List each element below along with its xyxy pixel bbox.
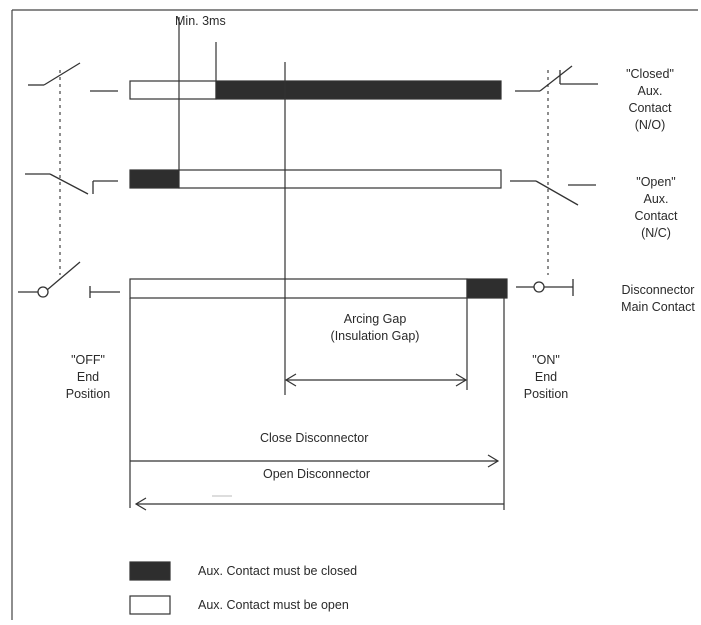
legend-closed-label: Aux. Contact must be closed (198, 564, 358, 578)
left-closed-aux-switch-icon (28, 62, 118, 92)
right-main-contact-switch-icon (516, 279, 574, 296)
off-position-label: "OFF" End Position (65, 353, 111, 401)
main-contact-label: Disconnector Main Contact (621, 283, 695, 314)
legend-open-label: Aux. Contact must be open (198, 598, 349, 612)
arcing-gap-arrow (284, 373, 468, 387)
left-main-contact-switch-icon (18, 261, 120, 298)
open-disconnector-arrow (134, 497, 504, 511)
left-open-aux-switch-icon (25, 173, 118, 195)
open-aux-contact-label: "Open" Aux. Contact (N/C) (634, 175, 678, 240)
close-disconnector-label: Close Disconnector (260, 431, 369, 445)
right-open-aux-switch-icon (510, 180, 596, 206)
on-position-label: "ON" End Position (523, 353, 569, 401)
open-aux-bar (129, 169, 502, 189)
min-3ms-label: Min. 3ms (175, 14, 226, 28)
close-disconnector-arrow (130, 454, 500, 468)
legend-closed-swatch (129, 561, 171, 581)
right-closed-aux-switch-icon (515, 65, 598, 92)
main-contact-bar (129, 278, 508, 299)
arcing-gap-label: Arcing Gap (Insulation Gap) (330, 312, 420, 343)
legend-open-swatch (129, 595, 171, 615)
closed-aux-contact-label: "Closed" Aux. Contact (N/O) (626, 67, 674, 132)
closed-aux-bar (129, 80, 502, 100)
open-disconnector-label: Open Disconnector (263, 467, 371, 481)
